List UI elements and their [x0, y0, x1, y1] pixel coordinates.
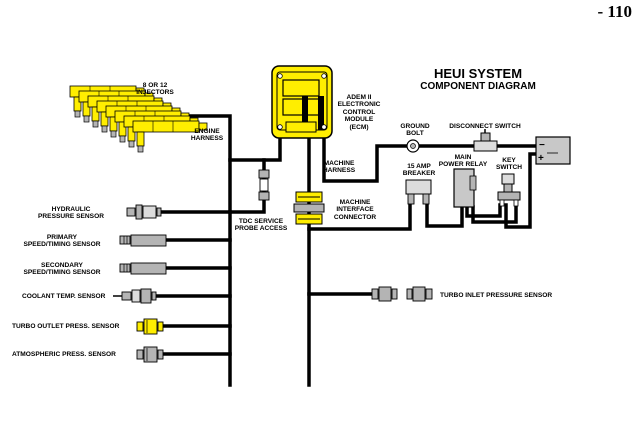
key-switch [497, 173, 521, 207]
main-power-relay-label: MAIN POWER RELAY [438, 154, 488, 169]
ground-bolt [406, 139, 420, 153]
disconnect-switch [473, 129, 498, 152]
secondary-speed-timing-sensor [119, 262, 167, 275]
key-to-battery-wire [504, 152, 538, 229]
diagram-title: HEUI SYSTEM [433, 66, 523, 81]
tdc-probe-label: TDC SERVICE PROBE ACCESS [234, 218, 288, 233]
ecm-module [271, 65, 333, 139]
svg-text:−: − [539, 140, 545, 151]
engine-harness-trunk [158, 114, 232, 387]
main-power-relay [453, 168, 477, 208]
turbo-outlet-sensor-label: TURBO OUTLET PRESS. SENSOR [12, 323, 120, 330]
key-switch-label: KEY SWITCH [495, 157, 522, 172]
injector-lead [228, 128, 282, 162]
primary-speed-timing-sensor [119, 234, 167, 247]
battery: − + [535, 136, 571, 165]
relay-return-wire [471, 203, 518, 224]
atmospheric-sensor-label: ATMOSPHERIC PRESS. SENSOR [12, 351, 116, 358]
machine-interface-connector-label: MACHINE INTERFACE CONNECTOR [333, 199, 377, 221]
machine-interface-connector [293, 191, 325, 225]
tdc-probe-wire [228, 158, 266, 214]
hydraulic-pressure-sensor [126, 204, 162, 220]
secondary-sensor-label: SECONDARY SPEED/TIMING SENSOR [23, 262, 101, 277]
ground-bolt-label: GROUND BOLT [400, 123, 430, 138]
injectors-label: 8 OR 12 INJECTORS [136, 82, 174, 97]
ecm-label: ADEM II ELECTRONIC CONTROL MODULE (ECM) [337, 94, 381, 131]
turbo-outlet-pressure-sensor [136, 318, 164, 335]
injector-group [69, 85, 208, 153]
engine-harness-label: ENGINE HARNESS [190, 128, 224, 143]
coolant-sensor-label: COOLANT TEMP. SENSOR [22, 293, 106, 300]
breaker-to-relay-wire [425, 198, 464, 228]
page-number: - 110 [597, 2, 632, 21]
turbo-inlet-pressure-sensor [371, 286, 433, 302]
svg-text:+: + [538, 153, 544, 164]
injector [132, 120, 208, 153]
primary-sensor-label: PRIMARY SPEED/TIMING SENSOR [23, 234, 101, 249]
disconnect-switch-label: DISCONNECT SWITCH [449, 123, 521, 130]
connector-to-breaker-wire [307, 192, 412, 231]
relay-to-key-wire [465, 203, 502, 218]
coolant-temp-sensor [113, 288, 157, 304]
atmospheric-pressure-sensor [136, 346, 164, 363]
circuit-breaker [405, 179, 432, 205]
breaker-label: 15 AMP BREAKER [402, 163, 436, 178]
diagram-subtitle: COMPONENT DIAGRAM [420, 81, 536, 92]
hydraulic-sensor-label: HYDRAULIC PRESSURE SENSOR [38, 206, 104, 221]
ground-wire [322, 128, 408, 183]
turbo-inlet-sensor-label: TURBO INLET PRESSURE SENSOR [440, 292, 553, 299]
tdc-probe [258, 169, 270, 201]
wiring [154, 114, 538, 387]
machine-harness-label: MACHINE HARNESS [322, 160, 356, 175]
